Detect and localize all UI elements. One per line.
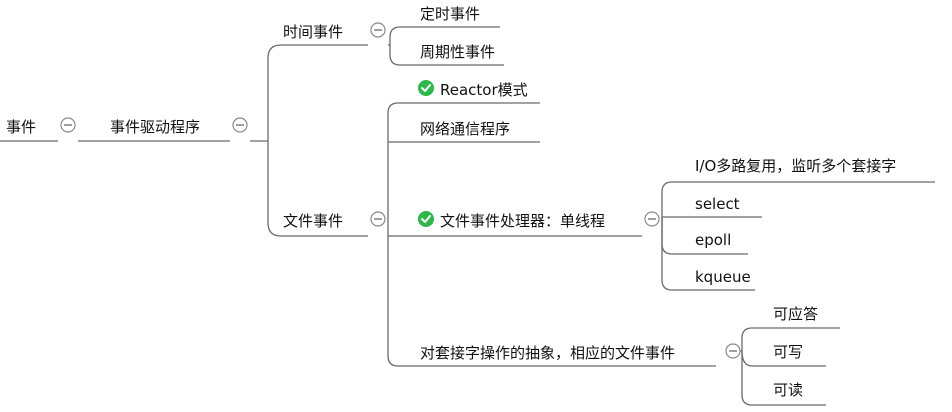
abstraction-collapse-button[interactable] (725, 343, 741, 359)
network-program-label: 网络通信程序 (420, 120, 510, 138)
writable-label: 可写 (773, 343, 803, 361)
time-events-label: 时间事件 (283, 23, 343, 41)
program-node-label: 事件驱动程序 (110, 118, 200, 136)
kqueue-label: kqueue (695, 268, 751, 286)
time-events-collapse-button[interactable] (370, 22, 386, 38)
check-circle-icon (418, 211, 434, 227)
program-collapse-button[interactable] (232, 117, 248, 133)
epoll-label: epoll (695, 231, 731, 249)
event-handler-label: 文件事件处理器：单线程 (440, 212, 605, 230)
socket-abstraction-label: 对套接字操作的抽象，相应的文件事件 (420, 344, 675, 362)
readable-label: 可读 (773, 381, 803, 399)
periodic-event-label: 周期性事件 (420, 43, 495, 61)
io-multiplexing-label: I/O多路复用，监听多个套接字 (695, 157, 896, 175)
select-label: select (695, 195, 740, 213)
file-events-collapse-button[interactable] (370, 211, 386, 227)
reactor-pattern-label: Reactor模式 (440, 81, 528, 99)
connector-lines (0, 26, 935, 406)
timer-event-label: 定时事件 (420, 5, 480, 23)
check-circle-icon (418, 80, 434, 96)
root-node-label: 事件 (6, 118, 36, 136)
acceptable-label: 可应答 (773, 305, 818, 323)
file-events-label: 文件事件 (283, 212, 343, 230)
handler-collapse-button[interactable] (644, 211, 660, 227)
root-collapse-button[interactable] (60, 117, 76, 133)
